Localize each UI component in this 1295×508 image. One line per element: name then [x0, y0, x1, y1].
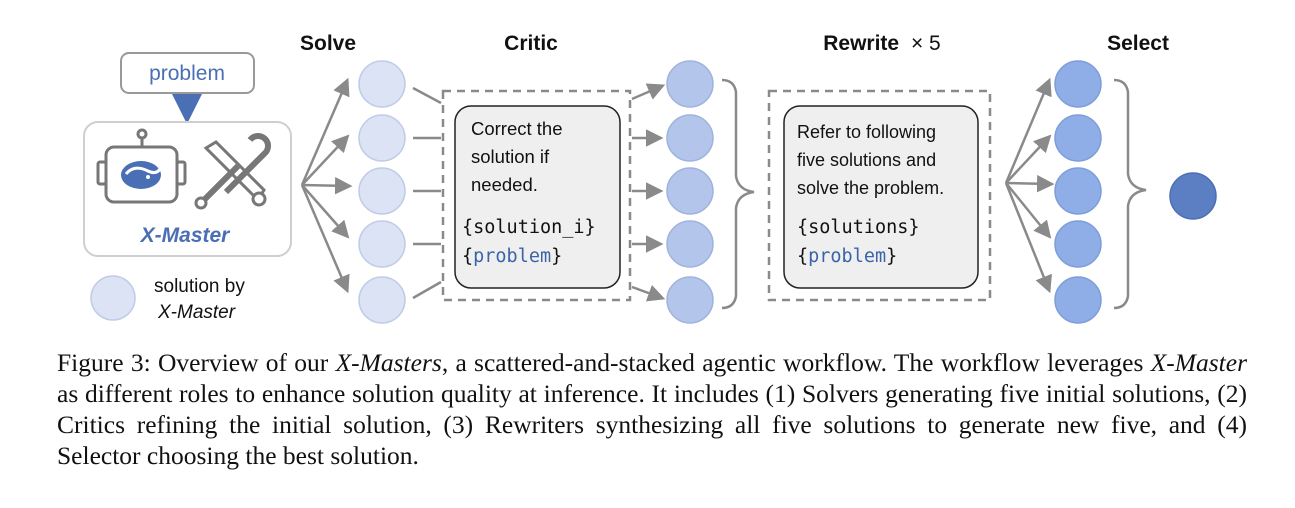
header-rewrite-label: Rewrite: [823, 32, 899, 55]
select-brace: [1113, 78, 1147, 310]
header-rewrite-times: × 5: [911, 32, 941, 55]
critic-solution-3: [666, 167, 714, 215]
solve-solution-5: [358, 276, 406, 324]
legend-line1: solution by: [154, 276, 245, 297]
rewrite-solution-2: [1054, 114, 1102, 162]
rewrite-text-line-3: solve the problem.: [797, 178, 944, 198]
critic-code-var: problem: [473, 246, 551, 267]
caption-italic-2: X-Master: [1150, 348, 1247, 377]
critic-code-brace-open: {: [462, 246, 473, 267]
x-master-name: X-Master: [140, 224, 232, 247]
legend-solution-circle: [90, 275, 136, 321]
rewrite-dashed-frame: [767, 89, 992, 302]
solve-solution-2: [358, 114, 406, 162]
critic-text-line-2: solution if: [471, 146, 550, 167]
caption-part-2: , a scattered-and-stacked agentic workfl…: [441, 348, 1144, 377]
rewrite-code-var: problem: [808, 246, 886, 267]
rewrite-text-line-2: five solutions and: [797, 150, 936, 170]
caption-italic-1: X-Masters: [335, 348, 442, 377]
selected-solution: [1169, 172, 1217, 220]
solve-solution-3: [358, 167, 406, 215]
solve-solution-1: [358, 60, 406, 108]
critic-code-line-1: {solution_i}: [462, 217, 596, 238]
rewrite-code-line-1: {solutions}: [797, 217, 920, 238]
caption-figure-label: Figure 3:: [57, 348, 151, 377]
critic-out-arrows: [631, 83, 666, 302]
robot-icon: [96, 128, 187, 204]
legend-line2: X-Master: [157, 302, 236, 323]
fanout-solve-arrows: [300, 77, 353, 294]
problem-box: [120, 52, 255, 94]
critic-column: [666, 60, 714, 324]
critic-solution-1: [666, 60, 714, 108]
rewrite-solution-5: [1054, 276, 1102, 324]
rewrite-text-line-1: Refer to following: [797, 122, 936, 142]
rewrite-solution-1: [1054, 60, 1102, 108]
solve-solution-4: [358, 220, 406, 268]
tools-icon: [194, 133, 271, 210]
rewrite-code-brace-open: {: [797, 246, 808, 267]
fanout-rewrite-arrows: [1004, 77, 1055, 294]
solve-column: [358, 60, 406, 324]
critic-solution-5: [666, 276, 714, 324]
critic-code-brace-close: }: [551, 246, 562, 267]
rewrite-prompt-box: [783, 105, 979, 289]
rewrite-solution-3: [1054, 167, 1102, 215]
rewrite-code-line-2: {problem}: [797, 246, 897, 267]
critic-brace: [721, 78, 755, 310]
critic-prompt-box: [454, 105, 621, 289]
rewrite-solution-4: [1054, 220, 1102, 268]
header-rewrite: Rewrite × 5: [823, 32, 940, 55]
critic-code-line-2: {problem}: [462, 246, 562, 267]
header-select: Select: [1107, 32, 1169, 55]
header-solve: Solve: [300, 32, 356, 55]
critic-solution-2: [666, 114, 714, 162]
figure-caption: Figure 3: Overview of our X-Masters, a s…: [57, 347, 1247, 471]
critic-dashed-frame: [441, 89, 632, 302]
problem-label: problem: [149, 62, 225, 85]
header-critic: Critic: [504, 32, 558, 55]
caption-part-1: Overview of our: [157, 348, 329, 377]
caption-part-3: as different roles to enhance solution q…: [57, 379, 1247, 470]
critic-solution-4: [666, 220, 714, 268]
rewrite-code-brace-close: }: [886, 246, 897, 267]
rewrite-column: [1054, 60, 1102, 324]
critic-text-line-1: Correct the: [471, 118, 563, 139]
critic-text-line-3: needed.: [471, 174, 538, 195]
solve-to-critic-lines: [412, 86, 442, 300]
